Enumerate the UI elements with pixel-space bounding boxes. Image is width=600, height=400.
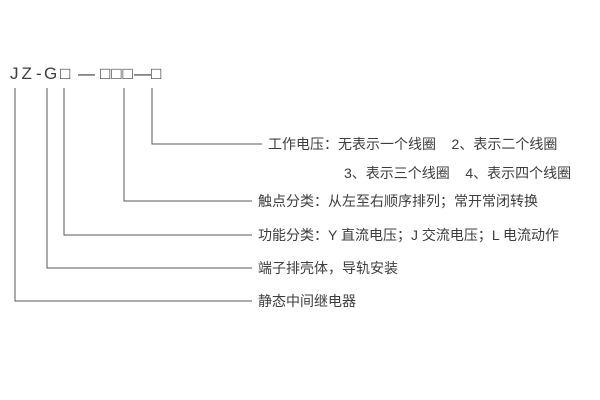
label-function-class: 功能分类：Y 直流电压；J 交流电压；L 电流动作 xyxy=(258,227,560,243)
model-code-box-function: □ xyxy=(60,64,74,83)
label-working-voltage-line1: 工作电压：无表示一个线圈 2、表示二个线圈 xyxy=(268,136,558,152)
callout-line-relay-type xyxy=(14,88,252,302)
label-housing: 端子排壳体，导轨安装 xyxy=(258,260,398,276)
model-code-box-voltage: □ xyxy=(151,64,165,83)
model-code-series: G xyxy=(44,64,61,83)
model-code-box-group: □□□ xyxy=(100,64,134,83)
label-contact-class: 触点分类：从左至右顺序排列；常开常闭转换 xyxy=(258,193,538,209)
model-code-dash-1: - xyxy=(36,64,45,83)
callout-line-contact xyxy=(123,88,252,202)
model-code-dash-2: — xyxy=(78,64,98,83)
callout-line-function xyxy=(63,88,252,236)
callout-line-voltage xyxy=(151,88,262,145)
label-working-voltage-line2: 3、表示三个线圈 4、表示四个线圈 xyxy=(344,165,572,181)
model-code-prefix: JZ xyxy=(10,64,35,83)
callout-line-housing xyxy=(46,88,252,269)
model-code-dash-3: — xyxy=(134,64,154,83)
label-relay-type: 静态中间继电器 xyxy=(258,293,356,309)
